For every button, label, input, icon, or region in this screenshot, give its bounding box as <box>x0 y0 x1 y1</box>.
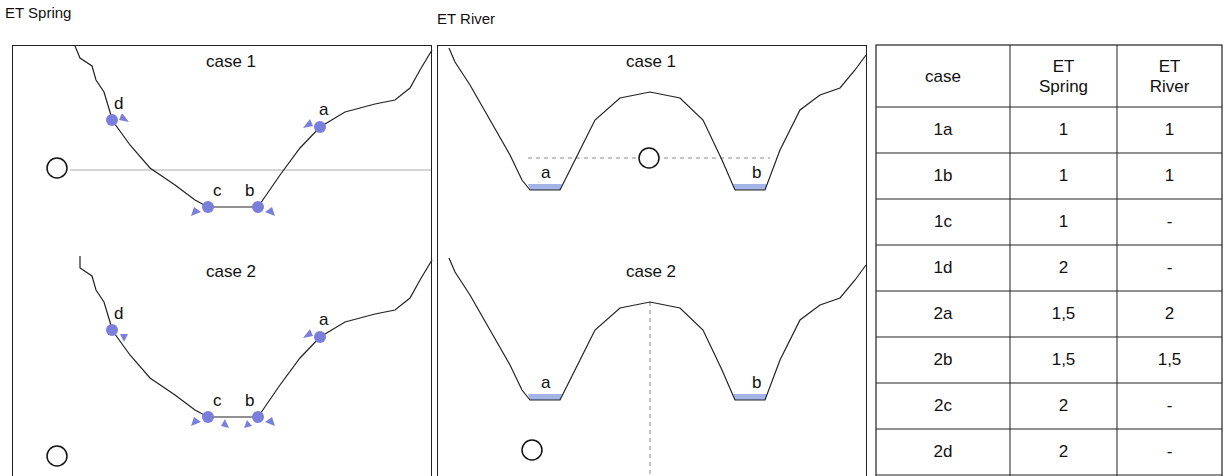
river-water <box>528 394 562 400</box>
point-label: c <box>212 391 223 411</box>
dashed-divide-line <box>650 302 651 476</box>
table-cell: 2 <box>1117 291 1222 337</box>
table-cell: 2 <box>1010 383 1117 429</box>
table-cell: - <box>1117 383 1222 429</box>
water-level-line <box>70 169 432 170</box>
point-label: b <box>751 163 762 183</box>
table-rule <box>876 199 1222 200</box>
table-cell: 1d <box>876 245 1010 291</box>
river-profile <box>449 258 866 400</box>
table-cell: 1b <box>876 153 1010 199</box>
river-profile <box>449 48 866 190</box>
flow-arrow <box>191 207 201 216</box>
river-water <box>528 184 562 190</box>
flow-arrow <box>303 329 313 338</box>
table-header: case <box>876 46 1010 107</box>
panel: ET Springcase 1case 2 <box>12 45 432 476</box>
spring-point <box>252 201 264 213</box>
table-rule <box>876 475 1222 476</box>
table-rule <box>1117 45 1118 476</box>
table-cell: 2 <box>1010 429 1117 475</box>
table-cell: 2c <box>876 383 1010 429</box>
table-cell: 1 <box>1117 107 1222 153</box>
point-label: a <box>318 310 329 330</box>
spring-point <box>314 331 326 343</box>
point-label: c <box>212 181 223 201</box>
panel-heading: ET River <box>437 10 495 27</box>
table-border <box>876 45 1222 476</box>
point-label: d <box>113 94 124 114</box>
point-label: d <box>113 304 124 324</box>
panel: ET Rivercase 1case 2 <box>437 45 867 476</box>
flow-arrow <box>119 113 129 122</box>
table-cell: 1,5 <box>1010 337 1117 383</box>
flow-arrow <box>244 420 252 428</box>
table-cell: - <box>1117 429 1222 475</box>
table-cell: 1c <box>876 199 1010 245</box>
case-label: case 1 <box>206 52 256 72</box>
flow-arrow <box>120 334 128 342</box>
table-rule <box>876 429 1222 430</box>
table-header: ET River <box>1117 46 1222 107</box>
table-rule <box>876 153 1222 154</box>
spring-point <box>106 324 118 336</box>
point-label: a <box>540 373 551 393</box>
case-label: case 2 <box>626 262 676 282</box>
reference-circle <box>522 440 542 460</box>
spring-point <box>106 114 118 126</box>
table-cell: - <box>1117 245 1222 291</box>
table-cell: 1,5 <box>1117 337 1222 383</box>
flow-arrow <box>265 207 275 216</box>
case-label: case 2 <box>206 262 256 282</box>
table-cell: 1 <box>1010 199 1117 245</box>
flow-arrow <box>303 119 313 128</box>
table-cell: 2 <box>1010 245 1117 291</box>
valley-profile <box>75 46 432 207</box>
point-label: b <box>244 181 255 201</box>
spring-point <box>202 411 214 423</box>
table-rule <box>876 245 1222 246</box>
flow-arrow <box>191 417 201 426</box>
point-label: a <box>318 100 329 120</box>
flow-arrow <box>265 417 275 426</box>
table-rule <box>876 291 1222 292</box>
table-cell: 1 <box>1010 153 1117 199</box>
table-cell: 1 <box>1117 153 1222 199</box>
table-rule <box>876 383 1222 384</box>
table-header: ET Spring <box>1010 46 1117 107</box>
table-cell: 1 <box>1010 107 1117 153</box>
spring-point <box>202 201 214 213</box>
spring-point <box>252 411 264 423</box>
reference-circle <box>639 148 659 168</box>
river-water <box>733 184 767 190</box>
valley-profile <box>80 256 432 417</box>
table-rule <box>876 337 1222 338</box>
table-cell: 1a <box>876 107 1010 153</box>
reference-circle <box>47 446 67 466</box>
point-label: a <box>540 163 551 183</box>
case-label: case 1 <box>626 52 676 72</box>
table-rule <box>1010 45 1011 476</box>
river-water <box>733 394 767 400</box>
point-label: b <box>751 373 762 393</box>
table-cell: 2b <box>876 337 1010 383</box>
flow-arrow <box>221 419 229 428</box>
table-cell: 2d <box>876 429 1010 475</box>
table-cell: - <box>1117 199 1222 245</box>
table-cell: 1,5 <box>1010 291 1117 337</box>
table-rule <box>876 107 1222 108</box>
spring-point <box>314 121 326 133</box>
table-cell: 2a <box>876 291 1010 337</box>
panel-heading: ET Spring <box>5 4 71 21</box>
reference-circle <box>47 158 67 178</box>
point-label: b <box>244 391 255 411</box>
